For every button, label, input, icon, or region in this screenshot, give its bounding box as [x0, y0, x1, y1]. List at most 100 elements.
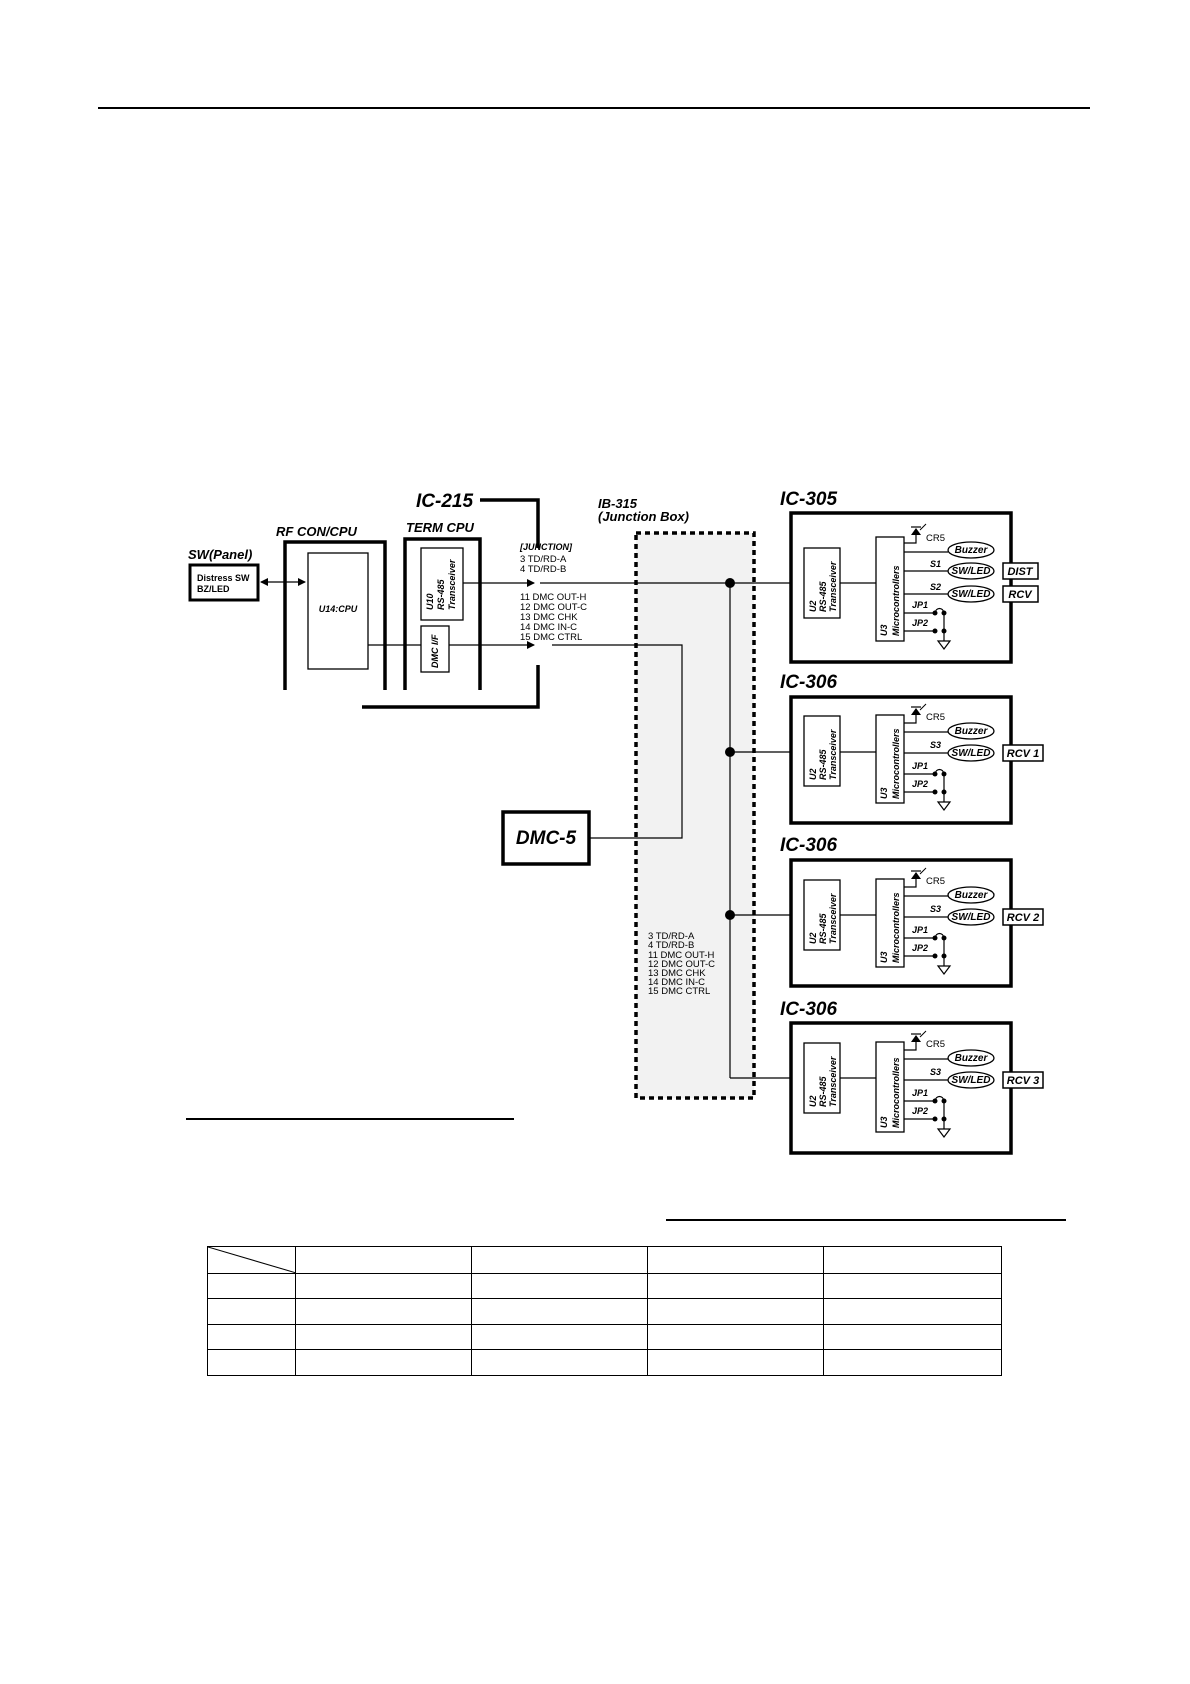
swled-label: SW/LED: [952, 912, 991, 923]
output-label: RCV 3: [1007, 1075, 1039, 1087]
cr5-label: CR5: [926, 1039, 945, 1050]
ib315-pin: 14 DMC IN-C: [648, 977, 705, 988]
u3-label-1: U3: [879, 1116, 889, 1128]
cr5-led-icon: [911, 528, 921, 535]
jp1-label: JP1: [912, 600, 928, 610]
cpu-label: U14:CPU: [319, 604, 358, 614]
buzzer-icon: [947, 722, 995, 740]
bus-node: [725, 747, 735, 757]
dmc5-label: DMC-5: [516, 828, 577, 849]
junction-pin: 12 DMC OUT-C: [520, 602, 587, 613]
table-cell: [647, 1298, 824, 1325]
u3-label-1: U3: [879, 951, 889, 963]
jumper-pin: [932, 1116, 938, 1122]
unit-ic306: IC-306 U2 RS-485 Transceiver U3 Microcon…: [780, 672, 1044, 825]
cr5-label: CR5: [926, 533, 945, 544]
rf-con-cpu-label: RF CON/CPU: [276, 524, 358, 539]
cr5-emit-ray: [919, 1030, 927, 1038]
table-cell: [647, 1246, 824, 1274]
u10-label-3: Transceiver: [447, 559, 457, 610]
unit-ic306: IC-306 U2 RS-485 Transceiver U3 Microcon…: [780, 835, 1044, 988]
unit-ic305: IC-305 U2 RS-485 Transceiver U3 Microcon…: [780, 489, 1039, 664]
output-label: RCV: [1008, 589, 1033, 601]
output-label-box: [1002, 1071, 1044, 1089]
ib315-subtitle: (Junction Box): [598, 509, 689, 524]
table-cell: [295, 1323, 472, 1351]
u2-transceiver-block: [803, 1042, 841, 1114]
table-cell: [647, 1272, 824, 1300]
jp2-label: JP2: [912, 943, 928, 953]
u10-label-2: RS-485: [436, 578, 446, 610]
header-rule: [98, 107, 1090, 109]
buzzer-icon: [947, 541, 995, 559]
u2-label-2: RS-485: [818, 1075, 828, 1107]
u2-transceiver-block: [803, 715, 841, 787]
u3-label-2: Microcontrollers: [891, 1057, 901, 1128]
ib315-group: IB-315 (Junction Box) 3 TD/RD-A 4 TD/RD-…: [598, 496, 756, 1100]
cr5-emit-ray: [919, 703, 927, 711]
table-cell: [471, 1349, 648, 1376]
cr5-emit-ray: [919, 523, 927, 531]
ib315-pin: 13 DMC CHK: [648, 968, 706, 979]
table-row: [207, 1349, 1002, 1376]
u2-label-1: U2: [808, 600, 818, 612]
junction-pin: 3 TD/RD-A: [520, 554, 567, 565]
junction-header: [JUNCTION]: [519, 542, 573, 552]
swled-label: SW/LED: [952, 748, 991, 759]
u3-label-2: Microcontrollers: [891, 892, 901, 963]
table-row: [207, 1323, 1002, 1351]
rf-con-cpu-frame: [283, 540, 387, 690]
cr5-led-icon: [911, 1035, 921, 1042]
ic215-bracket-top: [480, 498, 540, 548]
unit-title: IC-305: [780, 489, 837, 510]
u3-label-1: U3: [879, 624, 889, 636]
table-cell: [823, 1246, 1002, 1274]
cr5-label: CR5: [926, 712, 945, 723]
bus-node: [725, 910, 735, 920]
table-cell: [471, 1298, 648, 1325]
switch-label: S1: [930, 559, 941, 569]
cr5-label: CR5: [926, 876, 945, 887]
table-row: [207, 1246, 1002, 1274]
unit-title: IC-306: [780, 999, 837, 1020]
table-cell: [207, 1272, 296, 1300]
cr5-wire: [904, 715, 917, 724]
u3-microcontroller-block: [875, 1041, 905, 1133]
buzzer-icon: [947, 1049, 995, 1067]
swled-label: SW/LED: [952, 1075, 991, 1086]
ib315-box: [634, 531, 756, 1100]
jumper-cap: [934, 932, 945, 939]
cr5-wire: [904, 535, 917, 544]
buzzer-label: Buzzer: [955, 545, 989, 556]
u2-label-2: RS-485: [818, 912, 828, 944]
sw-panel-line2: BZ/LED: [197, 584, 230, 594]
switch-label: S2: [930, 582, 941, 592]
dmc-if-block: [420, 625, 450, 673]
buzzer-icon: [947, 886, 995, 904]
term-cpu-label: TERM CPU: [406, 520, 475, 535]
table-cell: [647, 1323, 824, 1351]
u10-transceiver-block: [420, 547, 464, 621]
cpu-block: [307, 552, 369, 670]
output-label: RCV 1: [1007, 748, 1039, 760]
cr5-wire: [904, 1042, 917, 1051]
table-cell: [207, 1349, 296, 1376]
swled-icon: [947, 562, 995, 580]
sw-panel-group: SW(Panel) Distress SW BZ/LED: [188, 547, 306, 602]
u3-label-2: Microcontrollers: [891, 728, 901, 799]
output-label-box: [1002, 585, 1039, 603]
ib315-pin: 15 DMC CTRL: [648, 986, 710, 997]
jp1-label: JP1: [912, 761, 928, 771]
buzzer-label: Buzzer: [955, 890, 989, 901]
jumper-pin: [932, 953, 938, 959]
swled-icon: [947, 1071, 995, 1089]
table-cell: [295, 1272, 472, 1300]
table-cell: [471, 1272, 648, 1300]
u3-label-2: Microcontrollers: [891, 565, 901, 636]
ib315-pin: 11 DMC OUT-H: [648, 950, 714, 961]
table-cell: [207, 1298, 296, 1325]
u2-label-2: RS-485: [818, 580, 828, 612]
sw-panel-line1: Distress SW: [197, 573, 250, 583]
table-cell: [823, 1323, 1002, 1351]
jumper-pin: [932, 789, 938, 795]
